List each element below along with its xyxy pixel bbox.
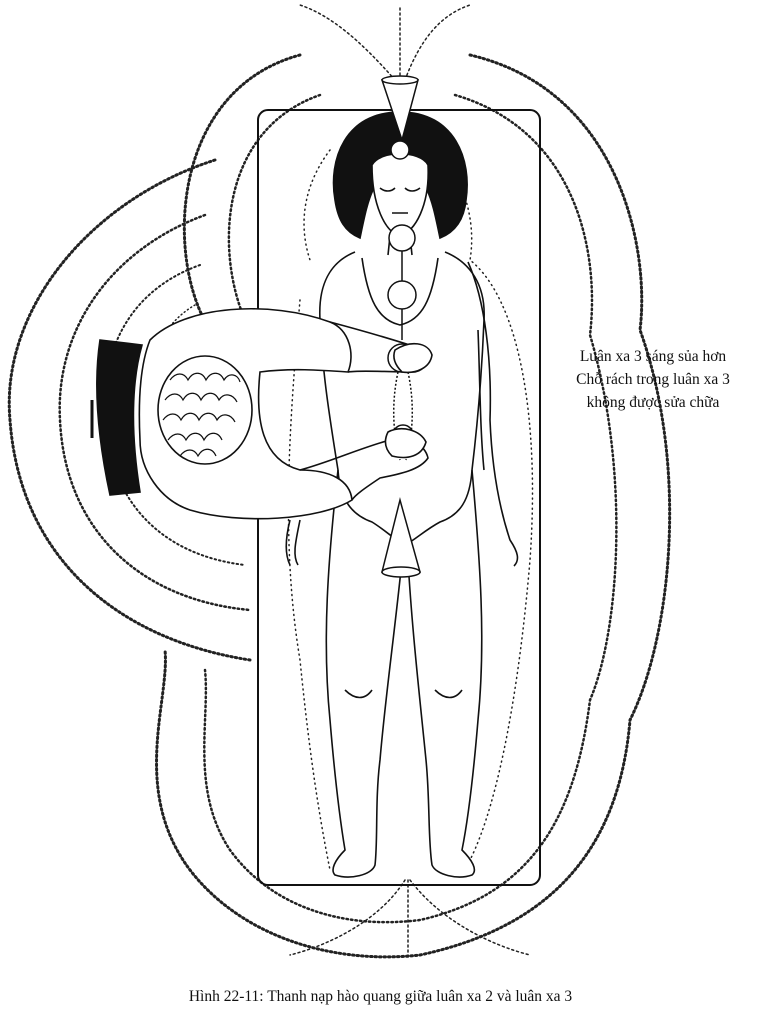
throat-chakra	[388, 224, 416, 252]
healer-figure	[90, 307, 433, 520]
annotation-line-2: Chỗ rách trong luân xa 3	[576, 371, 730, 388]
patient-face	[371, 153, 429, 237]
brow-chakra	[390, 140, 410, 160]
annotation-line-3: không được sửa chữa	[586, 394, 720, 411]
healer-head	[157, 355, 253, 465]
crown-energy-stream	[299, 4, 471, 81]
heart-chakra	[387, 280, 417, 310]
healer-stool	[96, 339, 144, 496]
annotation-text: Luân xa 3 sáng sủa hơn Chỗ rách trong lu…	[548, 345, 758, 414]
aura-field-patient	[155, 53, 672, 959]
annotation-line-1: Luân xa 3 sáng sủa hơn	[579, 348, 727, 365]
figure-caption: Hình 22-11: Thanh nạp hào quang giữa luâ…	[188, 988, 573, 1005]
root-chakra-funnel	[381, 497, 421, 573]
charging-bar	[393, 371, 413, 461]
root-energy-stream	[289, 879, 531, 961]
